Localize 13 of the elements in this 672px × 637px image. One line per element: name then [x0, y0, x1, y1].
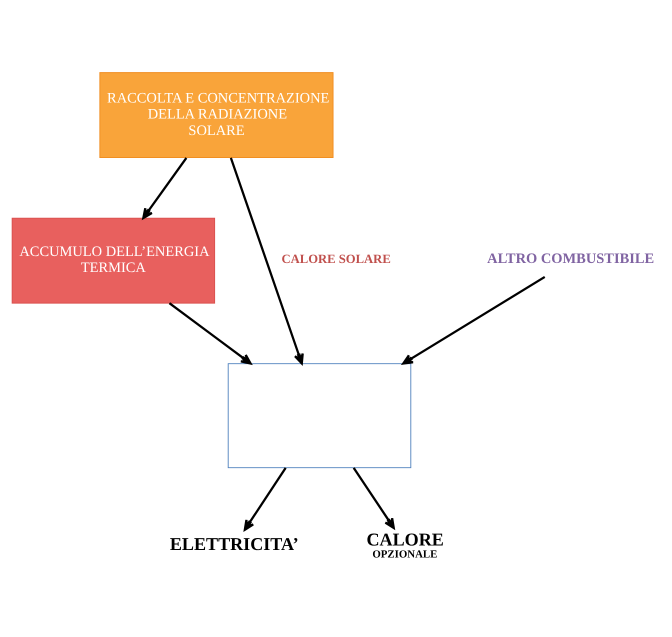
arrow — [402, 276, 546, 365]
node-text: ELETTRICITA’ — [170, 534, 299, 554]
arrow — [244, 467, 287, 531]
edge-label: CALORE SOLARE — [282, 252, 391, 266]
node-text: CALORE OPZIONALE — [366, 529, 444, 561]
node-text: ALTRO COMBUSTIBILE — [487, 251, 654, 268]
arrow — [352, 467, 395, 530]
arrow — [230, 158, 304, 365]
arrow — [142, 157, 188, 220]
node-box: ACCUMULO DELL’ENERGIA TERMICA — [12, 218, 216, 304]
arrow — [168, 302, 252, 365]
node-box: RACCOLTA E CONCENTRAZIONE DELLA RADIAZIONE SOLARE — [99, 72, 334, 158]
node-box — [228, 363, 412, 468]
